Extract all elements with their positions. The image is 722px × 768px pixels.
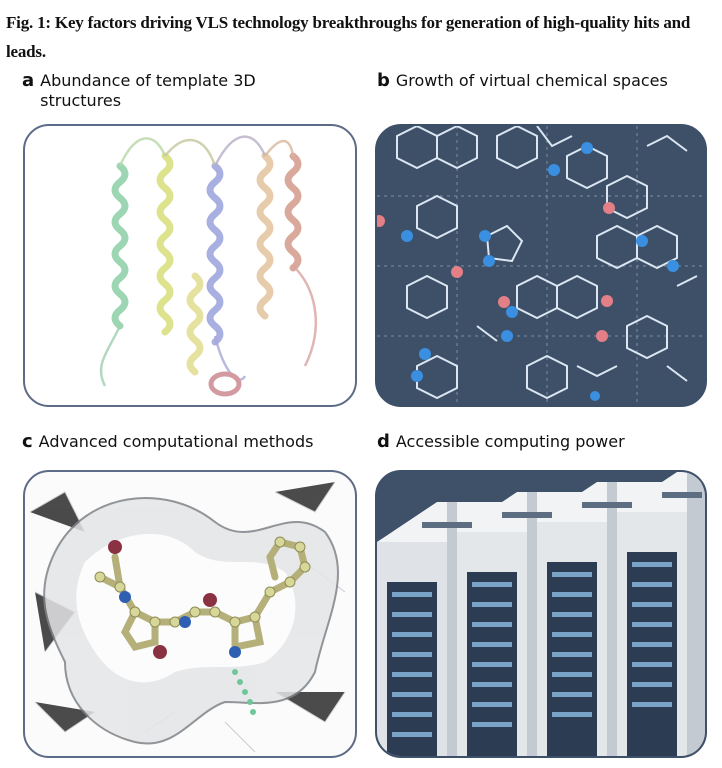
panel-c-text: Advanced computational methods [38,432,314,451]
panel-d-text: Accessible computing power [395,432,625,451]
protein-ribbon-illustration [99,135,318,397]
panel-b-letter: b [377,70,390,91]
panel-c-letter: c [22,431,33,452]
figure-title: Fig. 1: Key factors driving VLS technolo… [6,13,691,61]
panel-c-label: c Advanced computational methods [22,432,372,452]
panel-a-image [23,124,357,407]
panel-d-letter: d [377,431,390,452]
docking-pocket-illustration [29,481,346,753]
panel-a-letter: a [22,70,35,91]
panel-b-image [375,124,707,407]
panel-c-image [23,470,357,758]
panel-a-text: Abundance of template 3D structures [40,71,256,110]
panel-b-text: Growth of virtual chemical spaces [395,71,668,90]
server-racks-illustration [377,472,705,756]
panel-b-label: b Growth of virtual chemical spaces [377,71,717,91]
chemical-space-illustration [377,126,705,405]
panel-d-image [375,470,707,758]
panel-d-label: d Accessible computing power [377,432,717,452]
